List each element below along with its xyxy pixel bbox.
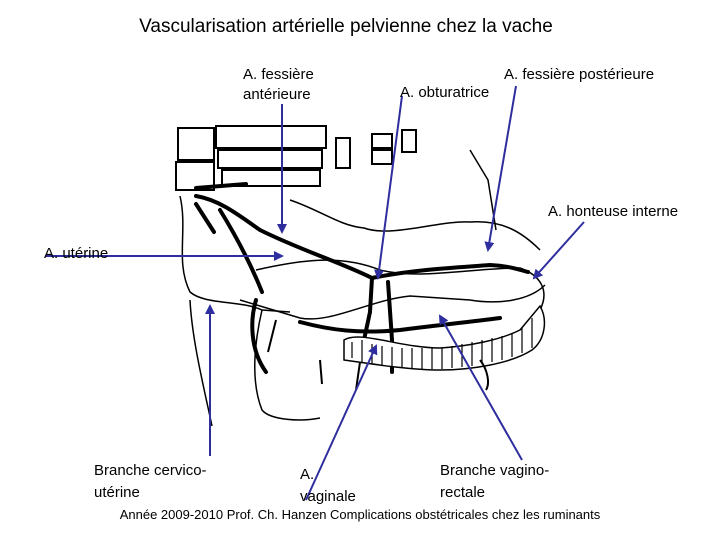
sacrum-vertebrae: [175, 125, 417, 191]
label-honteuse-interne: A. honteuse interne: [548, 203, 679, 220]
label-vagino-rectale-line2: rectale: [440, 484, 486, 501]
label-cervico-uterine-line1: Branche cervico-: [94, 462, 207, 479]
label-uterine: A. utérine: [44, 245, 109, 262]
page-title: Vascularisation artérielle pelvienne che…: [139, 16, 553, 37]
label-arrows: [46, 85, 585, 501]
label-vaginale-line1: A.: [300, 466, 315, 483]
arrow-obturatrice: [374, 95, 403, 280]
label-vagino-rectale-line1: Branche vagino-: [440, 462, 550, 479]
pelvis-outline: [179, 149, 546, 427]
label-fessiere-anterieure-line1: A. fessière: [243, 66, 314, 83]
label-obturatrice: A. obturatrice: [400, 84, 490, 101]
label-fessiere-posterieure: A. fessière postérieure: [504, 66, 655, 83]
small-vessels: [267, 319, 489, 391]
label-fessiere-anterieure-line2: antérieure: [243, 86, 311, 103]
label-vaginale-line2: vaginale: [300, 488, 356, 505]
artery-trunk: [194, 182, 530, 374]
rectum: [343, 304, 546, 371]
arrow-vagino-rectale: [439, 314, 523, 461]
arrow-vaginale: [305, 344, 378, 501]
label-cervico-uterine-line2: utérine: [94, 484, 140, 501]
arrow-fessiere-posterieure: [484, 85, 517, 252]
footer-credit: Année 2009-2010 Prof. Ch. Hanzen Complic…: [119, 507, 601, 522]
arrow-honteuse-interne: [532, 221, 585, 280]
